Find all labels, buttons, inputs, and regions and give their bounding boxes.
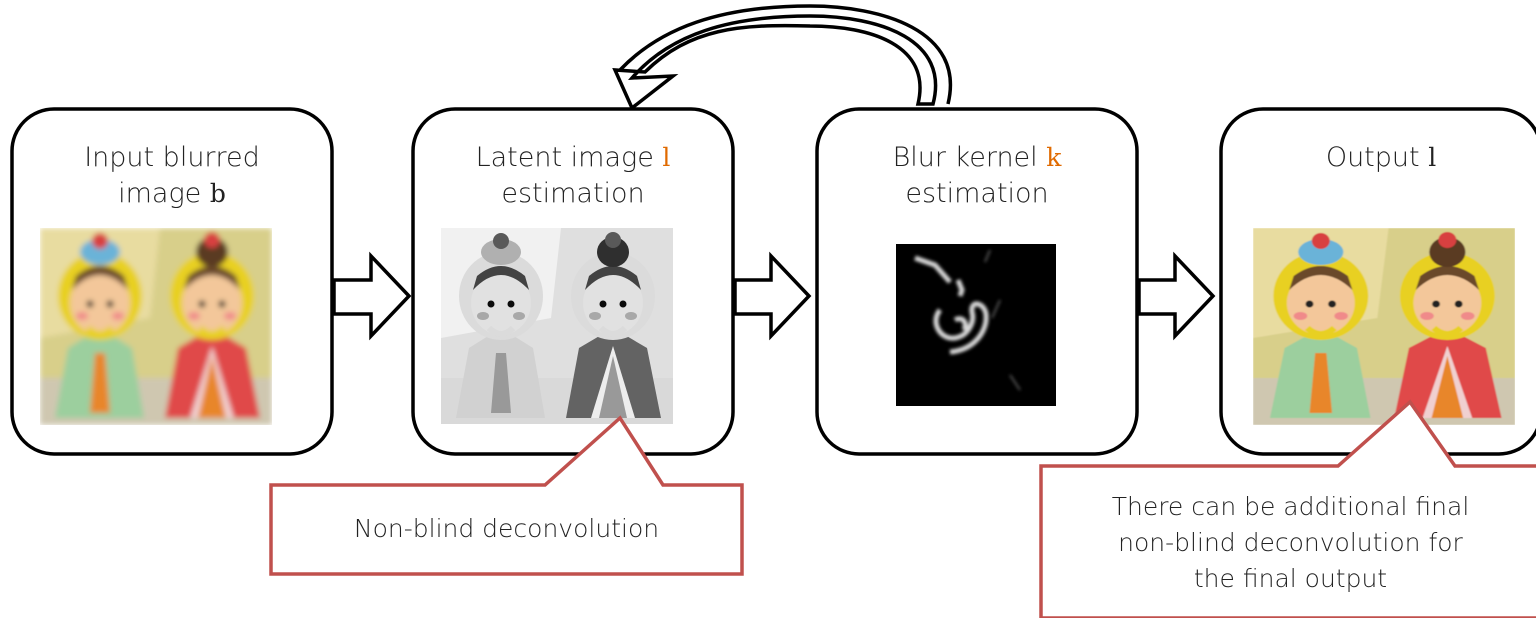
- callout-final: [1039, 399, 1536, 618]
- kernel-box-title: Blur kernel k estimation: [892, 142, 1062, 209]
- latent-box-title: Latent image l estimation: [475, 142, 671, 209]
- var-l-output: l: [1428, 143, 1437, 172]
- input-box-title: Input blurred image b: [84, 142, 260, 209]
- var-k: k: [1046, 143, 1062, 172]
- var-b: b: [209, 179, 226, 208]
- callout-nonblind: [269, 415, 744, 576]
- var-l: l: [662, 143, 671, 172]
- blurred-image: [40, 228, 272, 425]
- kernel-image: [896, 244, 1056, 406]
- arrow-latent-to-kernel: [733, 251, 812, 341]
- arrow-kernel-to-output: [1137, 251, 1216, 341]
- callout-final-text: There can be additional final non-blind …: [1111, 492, 1470, 593]
- output-image: [1253, 228, 1515, 425]
- callout-nonblind-text: Non-blind deconvolution: [353, 514, 660, 543]
- latent-image: [441, 228, 673, 425]
- output-box-title: Output l: [1325, 142, 1437, 173]
- arrow-input-to-latent: [332, 251, 412, 341]
- feedback-arrow: [612, 14, 938, 111]
